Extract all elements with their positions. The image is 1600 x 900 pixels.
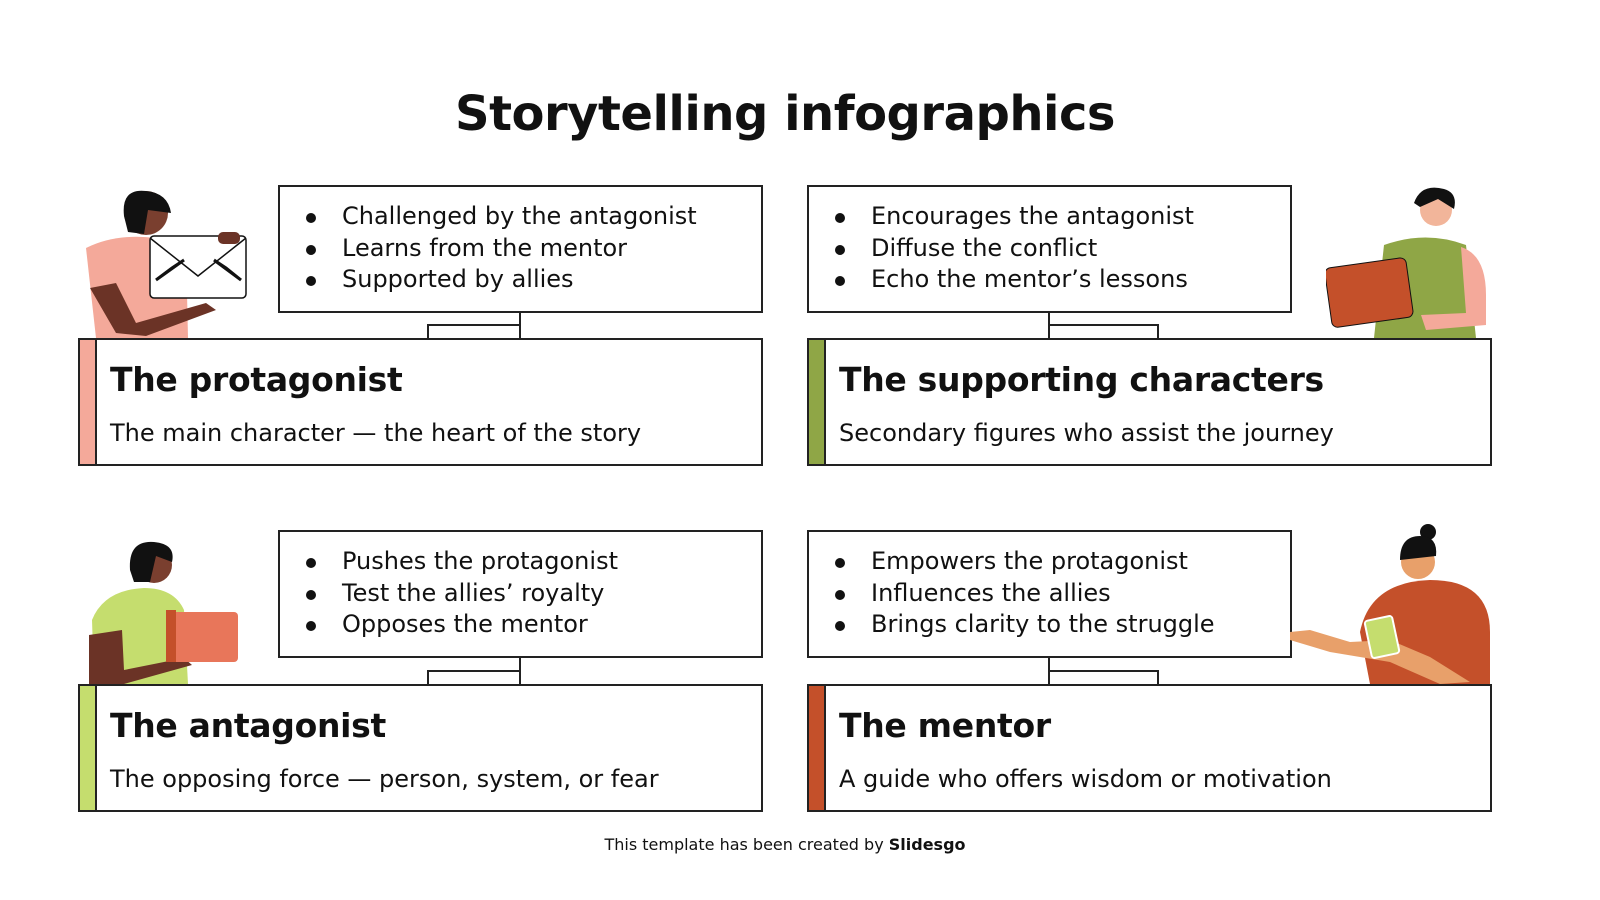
protagonist-card: The protagonist The main character — the… xyxy=(78,338,763,466)
mentor-card: The mentor A guide who offers wisdom or … xyxy=(807,684,1492,812)
footer-credit: This template has been created by Slides… xyxy=(0,835,1570,854)
bullet-item: Learns from the mentor xyxy=(304,233,761,265)
card-title: The antagonist xyxy=(110,706,386,745)
connector xyxy=(519,657,521,671)
antagonist-illustration-icon xyxy=(89,541,238,684)
bullet-item: Challenged by the antagonist xyxy=(304,201,761,233)
connector xyxy=(519,311,521,325)
accent-bar xyxy=(809,686,826,810)
bullet-item: Empowers the protagonist xyxy=(833,546,1290,578)
bullet-item: Diffuse the conflict xyxy=(833,233,1290,265)
card-title: The protagonist xyxy=(110,360,403,399)
bullet-item: Opposes the mentor xyxy=(304,609,761,641)
bullet-item: Test the allies’ royalty xyxy=(304,578,761,610)
bullet-item: Encourages the antagonist xyxy=(833,201,1290,233)
card-description: The opposing force — person, system, or … xyxy=(110,765,659,793)
card-title: The mentor xyxy=(839,706,1051,745)
bullet-item: Supported by allies xyxy=(304,264,761,296)
brand-name: Slidesgo xyxy=(888,835,966,854)
mentor-illustration-icon xyxy=(1290,524,1490,684)
card-description: The main character — the heart of the st… xyxy=(110,419,642,447)
supporting-bullets: Encourages the antagonist Diffuse the co… xyxy=(807,185,1292,313)
card-description: Secondary figures who assist the journey xyxy=(839,419,1334,447)
connector xyxy=(1048,670,1159,684)
bullet-item: Pushes the protagonist xyxy=(304,546,761,578)
accent-bar xyxy=(80,340,97,464)
footer-text: This template has been created by xyxy=(604,835,889,854)
connector xyxy=(1048,657,1050,671)
supporting-illustration-icon xyxy=(1326,187,1486,338)
antagonist-card: The antagonist The opposing force — pers… xyxy=(78,684,763,812)
page-title: Storytelling infographics xyxy=(455,86,1115,142)
bullet-item: Brings clarity to the struggle xyxy=(833,609,1290,641)
connector xyxy=(1048,311,1050,325)
protagonist-illustration-icon xyxy=(86,190,247,338)
antagonist-bullets: Pushes the protagonist Test the allies’ … xyxy=(278,530,763,658)
card-description: A guide who offers wisdom or motivation xyxy=(839,765,1332,793)
bullet-item: Influences the allies xyxy=(833,578,1290,610)
card-title: The supporting characters xyxy=(839,360,1324,399)
connector xyxy=(1048,324,1159,338)
protagonist-bullets: Challenged by the antagonist Learns from… xyxy=(278,185,763,313)
bullet-item: Echo the mentor’s lessons xyxy=(833,264,1290,296)
supporting-card: The supporting characters Secondary figu… xyxy=(807,338,1492,466)
accent-bar xyxy=(809,340,826,464)
mentor-bullets: Empowers the protagonist Influences the … xyxy=(807,530,1292,658)
connector xyxy=(427,324,521,338)
accent-bar xyxy=(80,686,97,810)
connector xyxy=(427,670,521,684)
